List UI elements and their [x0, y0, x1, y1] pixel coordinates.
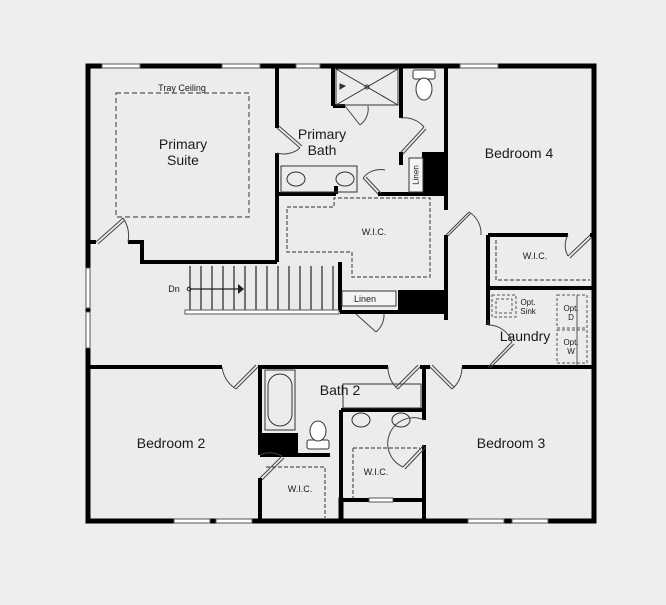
room-label-bedroom-3: Bedroom 3	[476, 434, 546, 451]
annotation-opt-washer: Opt. W	[563, 337, 579, 356]
room-label-bedroom-4: Bedroom 4	[484, 144, 554, 161]
annotation-tray-ceiling: Tray Ceiling	[158, 82, 206, 93]
linen-closets	[341, 157, 424, 307]
annotation-stairs-down: Dn	[168, 283, 180, 294]
shower	[335, 68, 399, 106]
room-label-primary-suite: Primary Suite	[158, 135, 208, 168]
annotation-opt-sink: Opt. Sink	[520, 297, 536, 316]
annotation-hall-linen: Linen	[353, 293, 377, 304]
closet-shelves	[266, 197, 590, 518]
stairs	[184, 264, 340, 315]
annotation-bedroom2-wic: W.I.C.	[287, 483, 313, 494]
wall-blocks	[259, 152, 446, 455]
annotation-opt-dryer: Opt. D	[563, 303, 579, 322]
annotation-bedroom3-wic: W.I.C.	[363, 466, 389, 477]
room-label-bath-2: Bath 2	[319, 381, 361, 398]
vanities	[280, 165, 422, 428]
tray-ceiling-outline	[115, 92, 250, 218]
laundry-appliances	[491, 294, 588, 364]
windows	[85, 63, 549, 524]
annotation-primary-linen: Linen	[411, 165, 421, 185]
annotation-bedroom4-wic: W.I.C.	[522, 250, 548, 261]
room-label-bedroom-2: Bedroom 2	[136, 434, 206, 451]
toilets	[306, 69, 436, 450]
room-label-primary-bath: Primary Bath	[297, 125, 347, 158]
annotation-primary-wic: W.I.C.	[361, 226, 387, 237]
room-label-laundry: Laundry	[499, 327, 551, 344]
doors	[95, 105, 593, 481]
bathtub	[264, 369, 296, 431]
